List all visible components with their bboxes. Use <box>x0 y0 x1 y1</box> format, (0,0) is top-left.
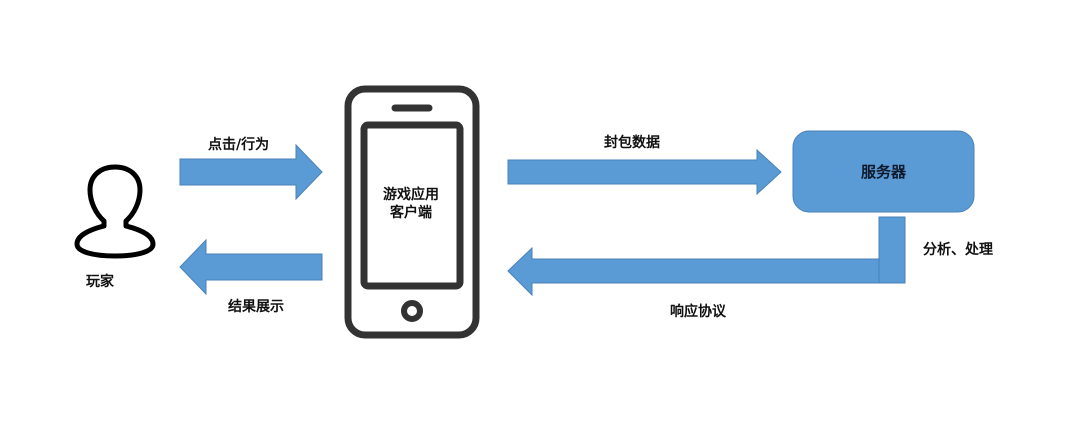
arrow-client-to-server <box>507 148 782 196</box>
smartphone-icon <box>344 85 480 339</box>
arrow-player-to-client <box>179 143 323 201</box>
edge-label-result-display: 结果展示 <box>228 299 284 315</box>
server-box <box>792 130 975 213</box>
client-label-line2: 客户端 <box>390 205 432 221</box>
edge-label-click-action: 点击/行为 <box>208 137 270 153</box>
arrow-client-to-player <box>179 238 323 296</box>
arrow-server-to-client <box>507 246 880 297</box>
client-label-line1: 游戏应用 <box>383 187 439 203</box>
edge-label-response-protocol: 响应协议 <box>670 304 726 320</box>
edge-label-packet-data: 封包数据 <box>604 135 660 151</box>
edge-label-analyze-process: 分析、处理 <box>923 242 993 258</box>
client-label: 游戏应用 客户端 <box>350 186 472 222</box>
server-connector <box>878 216 906 284</box>
user-silhouette-icon <box>74 164 156 259</box>
server-label: 服务器 <box>860 163 906 181</box>
player-label: 玩家 <box>86 274 114 290</box>
